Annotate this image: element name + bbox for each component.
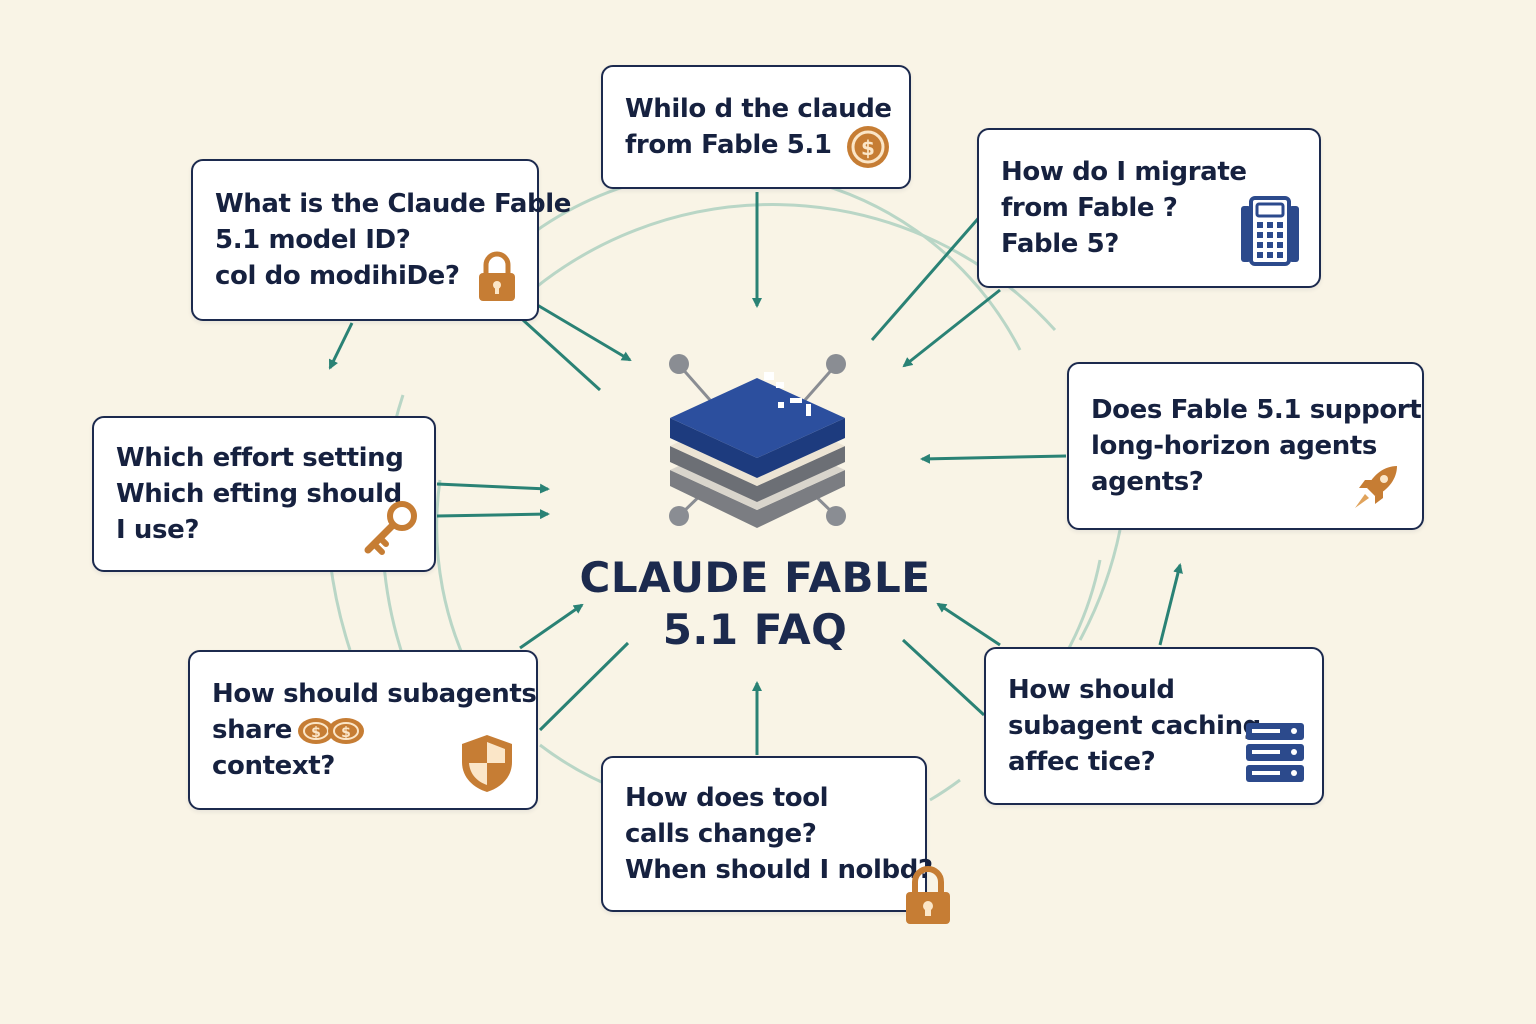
card-line: How do I migrate [1001,157,1247,187]
svg-text:$: $ [861,136,875,160]
faq-card-bottom[interactable]: How does tool calls change? When should … [601,756,950,924]
faq-card-top-left[interactable]: What is the Claude Fable 5.1 model ID? c… [191,159,571,321]
padlock-icon [479,251,515,301]
card-line: from Fable ? [1001,193,1178,223]
arrow-top-left-out [328,322,354,370]
card-line: Does Fable 5.1 support [1091,395,1422,425]
rocket-icon [1355,466,1397,508]
arrow-top-right-a [870,204,992,341]
svg-text:$: $ [341,725,351,741]
coins-icon: $ $ [298,718,364,744]
faq-card-top[interactable]: Whilo d the claude from Fable 5.1 $ [601,65,911,189]
title-line-1: CLAUDE FABLE [579,553,931,602]
shield-icon [462,735,512,792]
phone-icon [1241,196,1299,266]
diagram-title: CLAUDE FABLE 5.1 FAQ [560,552,950,656]
server-icon [1246,723,1304,782]
card-line: context? [212,751,335,781]
arrow-right-up [1158,563,1183,646]
card-line: What is the Claude Fable [215,189,571,219]
arrow-bottom-right-a [936,602,1001,647]
faq-card-top-right[interactable]: How do I migrate from Fable ? Fable 5? [977,128,1321,288]
key-icon [364,501,417,555]
arrow-left-b [436,509,550,520]
arrow-bottom-right-b [901,638,986,717]
card-line: subagent caching [1008,711,1261,741]
layered-cube-logo [669,354,846,528]
title-line-2: 5.1 FAQ [662,605,848,654]
card-line: affec tice? [1008,747,1156,777]
card-line: calls change? [625,819,817,849]
card-line: Which effort setting [116,443,404,473]
card-line: How should subagents [212,679,537,709]
arrow-bottom-left-b [538,641,630,732]
card-line: How does tool [625,783,829,813]
card-line: Fable 5? [1001,229,1119,259]
card-line: I use? [116,515,200,545]
card-line: Which efting should [116,479,402,509]
card-line: agents? [1091,467,1204,497]
card-line: col do modihiDe? [215,261,460,291]
card-line: Whilo d the claude [625,94,892,124]
faq-card-left[interactable]: Which effort setting Which efting should… [92,416,436,572]
faq-card-right[interactable]: Does Fable 5.1 support long-horizon agen… [1067,362,1424,530]
arrow-top-right-b [902,288,1001,368]
card-line: How should [1008,675,1175,705]
card-line: When should I nolbd? [625,855,933,885]
faq-card-bottom-right[interactable]: How should subagent caching affec tice? [984,647,1324,805]
card-line: from Fable 5.1 [625,130,832,160]
arrow-bottom-left-a [519,603,584,650]
svg-text:$: $ [311,725,321,741]
arrow-right [920,453,1067,464]
padlock-icon [906,866,950,924]
faq-card-bottom-left[interactable]: How should subagents share context? $ $ [188,650,538,810]
arrow-top-left-b [510,308,602,392]
card-line: long-horizon agents [1091,431,1377,461]
card-line: 5.1 model ID? [215,225,411,255]
coin-icon: $ [847,126,889,168]
card-line: share [212,715,292,745]
arrow-left-a [436,482,550,494]
